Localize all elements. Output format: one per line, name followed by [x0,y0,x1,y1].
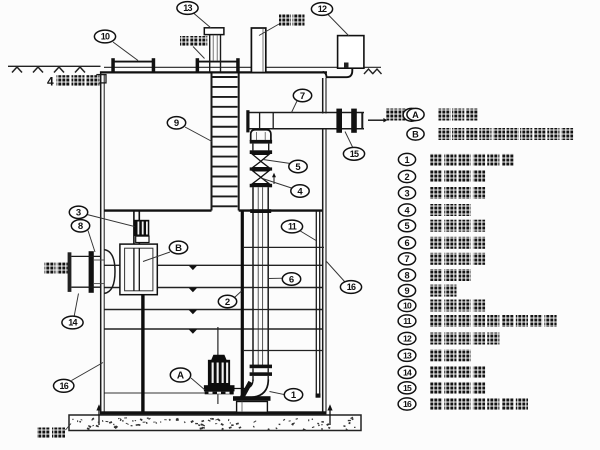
svg-text:7: 7 [404,254,409,264]
svg-text:1: 1 [404,155,409,165]
svg-text:6: 6 [289,274,294,285]
svg-text:14: 14 [403,367,412,377]
svg-text:3: 3 [404,188,409,198]
svg-text:11: 11 [288,222,297,232]
svg-text:9: 9 [404,286,409,296]
svg-text:5: 5 [295,162,301,173]
svg-text:B: B [175,243,182,254]
svg-text:11: 11 [403,316,412,326]
svg-text:10: 10 [403,301,412,311]
svg-text:7: 7 [300,91,305,102]
svg-text:1: 1 [291,390,297,401]
svg-text:14: 14 [68,318,77,328]
svg-text:16: 16 [347,282,356,292]
svg-text:10: 10 [101,32,110,42]
svg-text:8: 8 [404,270,409,280]
svg-text:16: 16 [403,399,412,409]
svg-text:4: 4 [297,186,303,197]
svg-text:9: 9 [174,118,179,129]
svg-text:A: A [177,371,184,382]
svg-text:4: 4 [404,205,410,215]
svg-text:12: 12 [403,334,412,344]
svg-text:15: 15 [350,149,359,159]
svg-text:4: 4 [47,75,54,89]
svg-text:6: 6 [404,238,409,248]
svg-text:3: 3 [76,208,81,219]
svg-text:5: 5 [404,221,409,231]
svg-text:12: 12 [318,4,327,14]
svg-text:B: B [412,129,419,139]
svg-text:A: A [412,110,419,120]
svg-text:16: 16 [59,381,68,391]
svg-text:8: 8 [78,221,83,232]
svg-text:2: 2 [225,297,230,308]
svg-text:13: 13 [183,3,192,13]
svg-text:13: 13 [403,350,412,360]
svg-text:15: 15 [403,383,412,393]
svg-text:2: 2 [404,172,409,182]
